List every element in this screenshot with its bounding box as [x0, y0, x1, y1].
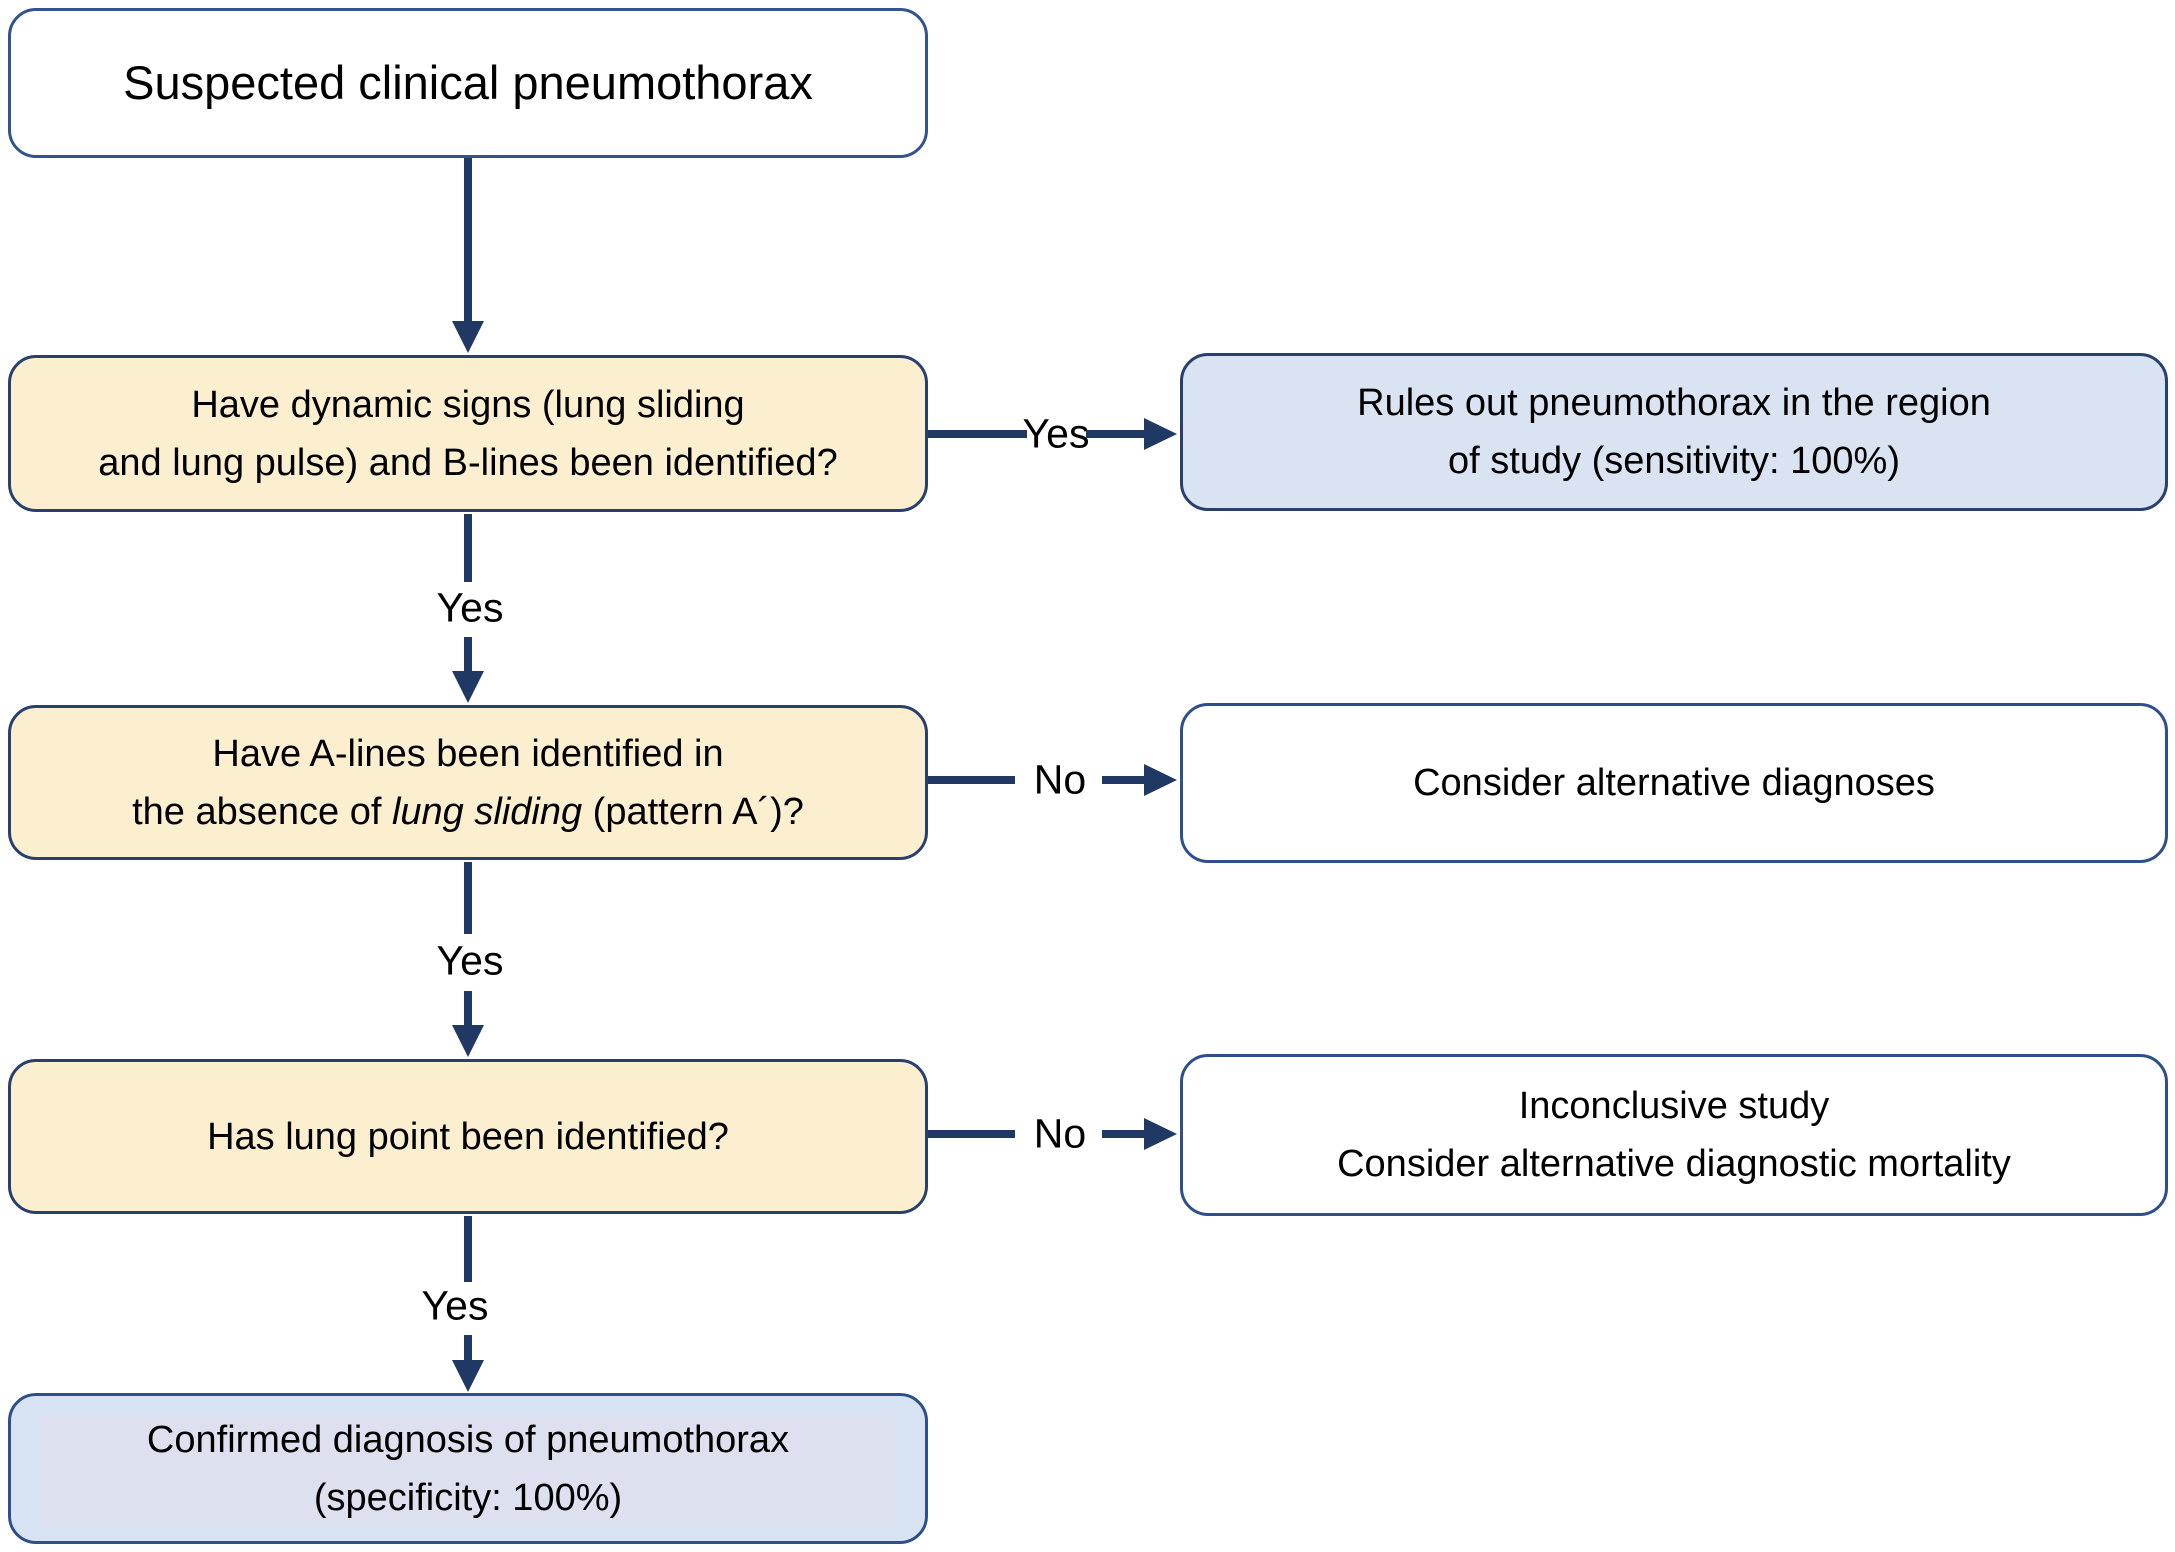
edge-q2-to-q3-label: Yes: [436, 937, 504, 984]
result1-line1: Rules out pneumothorax in the region: [1357, 382, 1991, 424]
edge-q3-to-final-arrowhead-icon: [452, 1360, 484, 1392]
edge-q3-to-final-line2: [464, 1335, 472, 1361]
edge-q2-to-r2-arrowhead-icon: [1144, 764, 1177, 796]
edge-q2-to-q3-line1: [464, 862, 472, 934]
question2-line2: the absence of lung sliding (pattern A´)…: [132, 783, 804, 841]
edge-q1-to-q2-line2: [464, 637, 472, 671]
final-node-inner-panel: [41, 1414, 895, 1525]
result1-line2: of study (sensitivity: 100%): [1448, 440, 1900, 482]
node-question-a-lines: Have A-lines been identified in the abse…: [8, 705, 928, 860]
edge-q3-to-r3-arrowhead-icon: [1144, 1118, 1177, 1150]
edge-q3-to-r3-line2: [1102, 1130, 1144, 1138]
edge-q3-to-r3-line1: [928, 1130, 1015, 1138]
result3-line1: Inconclusive study: [1518, 1085, 1830, 1127]
node-question-dynamic-signs: Have dynamic signs (lung sliding and lun…: [8, 355, 928, 512]
edge-q3-to-final-line1: [464, 1216, 472, 1282]
question2-line2-pre: the absence of: [132, 790, 392, 833]
edge-q1-to-r1-line2: [1086, 430, 1144, 438]
edge-q1-to-q2-label: Yes: [436, 584, 504, 631]
edge-start-to-q1-arrowhead-icon: [452, 321, 484, 353]
question2-line2-italic: lung sliding: [391, 790, 583, 833]
edge-q2-to-r2-line1: [928, 776, 1015, 784]
node-confirmed-diagnosis: Confirmed diagnosis of pneumothorax (spe…: [8, 1393, 928, 1544]
edge-q2-to-r2-label: No: [1033, 756, 1087, 803]
node-consider-alternative-diagnoses: Consider alternative diagnoses: [1180, 703, 2168, 863]
edge-q1-to-q2-line1: [464, 514, 472, 582]
result3-line2: Consider alternative diagnostic mortalit…: [1337, 1143, 2011, 1185]
start-node-text: Suspected clinical pneumothorax: [123, 56, 813, 109]
question2-line2-post: (pattern A´)?: [582, 790, 804, 833]
edge-q2-to-q3-line2: [464, 991, 472, 1025]
node-inconclusive-study: Inconclusive study Consider alternative …: [1180, 1054, 2168, 1216]
edge-q1-to-r1-label: Yes: [1022, 410, 1090, 457]
question2-line1: Have A-lines been identified in: [212, 732, 724, 775]
result2-line1: Consider alternative diagnoses: [1413, 762, 1935, 804]
edge-q3-to-final-label: Yes: [421, 1282, 489, 1329]
edge-q1-to-r1-arrowhead-icon: [1144, 418, 1177, 450]
node-suspected-clinical-pneumothorax: Suspected clinical pneumothorax: [8, 8, 928, 158]
question1-line1: Have dynamic signs (lung sliding: [191, 383, 745, 426]
edge-q2-to-r2-line2: [1102, 776, 1144, 784]
edge-start-to-q1-line: [464, 158, 472, 322]
edge-q2-to-q3-arrowhead-icon: [452, 1025, 484, 1057]
final-line2: (specificity: 100%): [313, 1476, 623, 1519]
node-rules-out-pneumothorax: Rules out pneumothorax in the region of …: [1180, 353, 2168, 511]
node-question-lung-point: Has lung point been identified?: [8, 1059, 928, 1214]
question3-line1: Has lung point been identified?: [207, 1115, 729, 1158]
final-line1: Confirmed diagnosis of pneumothorax: [146, 1418, 790, 1461]
edge-q1-to-q2-arrowhead-icon: [452, 671, 484, 703]
edge-q1-to-r1-line1: [928, 430, 1027, 438]
edge-q3-to-r3-label: No: [1033, 1110, 1087, 1157]
question1-line2: and lung pulse) and B-lines been identif…: [98, 441, 838, 484]
